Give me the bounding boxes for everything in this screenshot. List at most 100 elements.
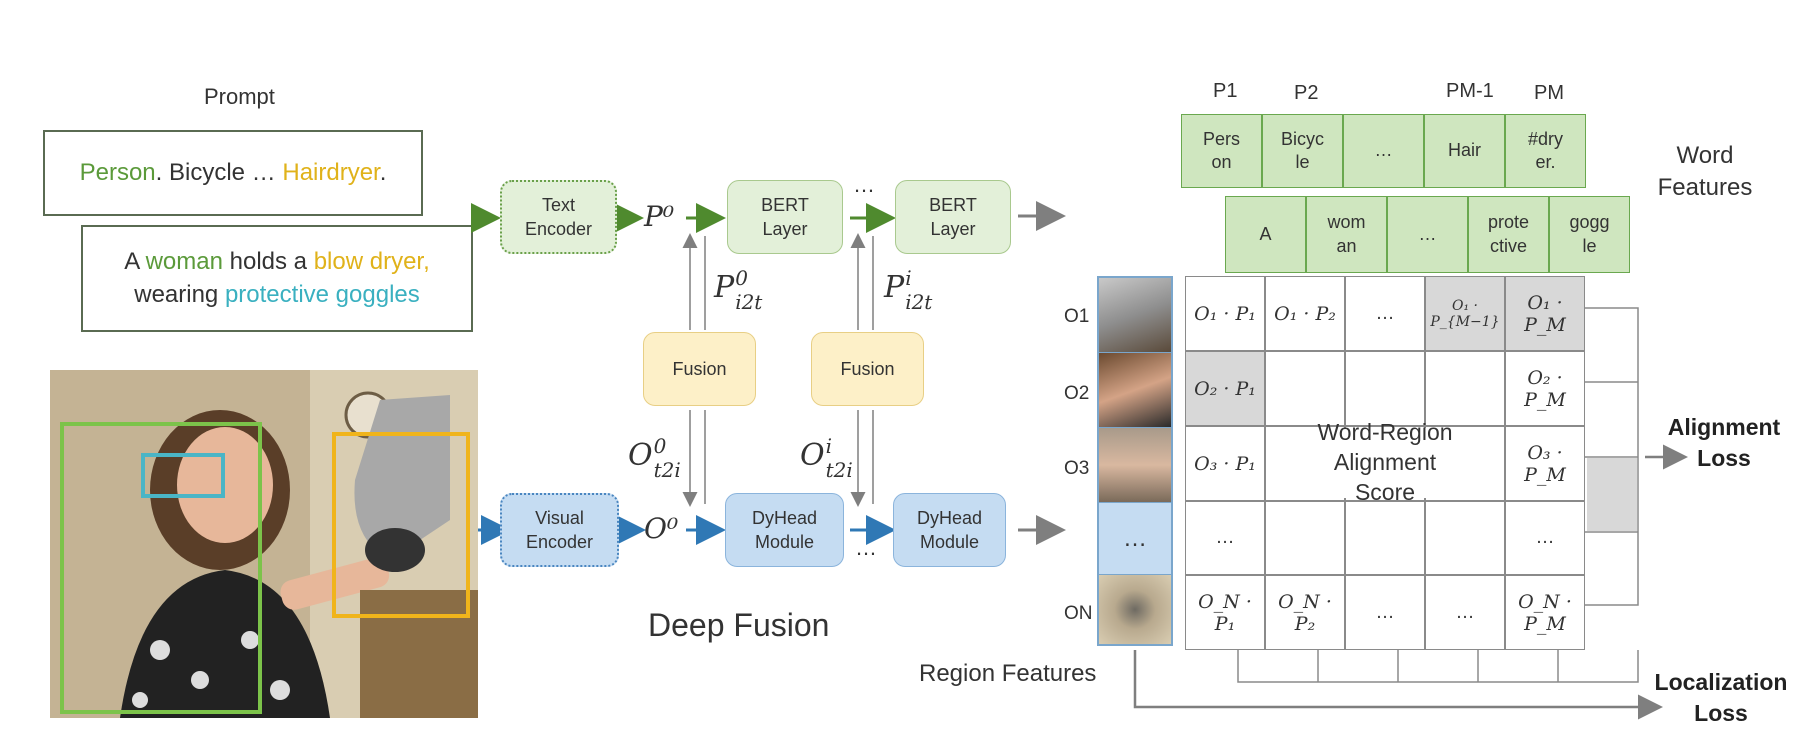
dyhead-module-2: DyHead Module — [893, 493, 1006, 567]
word-feature-goggle: gogg le — [1549, 196, 1630, 273]
region-features-title: Region Features — [919, 660, 1097, 687]
cell-r1-c2: O₁ · P₂ — [1265, 276, 1345, 351]
region-thumb-1 — [1099, 278, 1171, 353]
visual-encoder-module: Visual Encoder — [500, 493, 619, 567]
word-feature-dryer: #dry er. — [1505, 114, 1586, 188]
cell-r5-c5: O_N · P_M — [1505, 575, 1585, 650]
cell-r5-c3: … — [1345, 575, 1425, 650]
p-i2t-0-base: P — [714, 270, 735, 305]
cell-r1-c4: O₁ · P_{M−1} — [1425, 276, 1505, 351]
p-i2t-i-sub: i2t — [905, 290, 933, 314]
alignment-score-label: Word-Region Alignment Score — [1271, 419, 1499, 505]
cell-r4-c1: … — [1185, 501, 1265, 575]
prompt-word-goggles: protective goggles — [224, 280, 420, 308]
cell-r2-c5: O₂ · P_M — [1505, 351, 1585, 426]
cell-r4-c4 — [1425, 501, 1505, 575]
word-feature-person: Pers on — [1181, 114, 1262, 188]
bert-layer-2: BERT Layer — [895, 180, 1011, 254]
bbox-goggles — [141, 453, 225, 498]
fusion-module-2: Fusion — [811, 332, 924, 406]
alignment-matrix: O₁ · P₁ O₁ · P₂ … O₁ · P_{M−1} O₁ · P_M … — [1185, 276, 1585, 650]
prompt-s1: A — [124, 248, 146, 276]
cell-r5-c1: O_N · P₁ — [1185, 575, 1265, 650]
bbox-hairdryer — [332, 432, 470, 618]
cell-r1-c5: O₁ · P_M — [1505, 276, 1585, 351]
localization-loss-label: Localization Loss — [1654, 669, 1788, 727]
cell-r5-c2: O_N · P₂ — [1265, 575, 1345, 650]
cell-r2-c2 — [1265, 351, 1345, 426]
o0-symbol: O⁰ — [644, 512, 679, 545]
p0-symbol: P⁰ — [644, 200, 675, 233]
o-t2i-0-sub: t2i — [653, 458, 681, 482]
input-image — [50, 370, 478, 718]
prompt-word-person: Person — [79, 158, 156, 186]
prompt-box-classes: Person. Bicycle … Hairdryer. — [43, 130, 423, 216]
bert-layer-1: BERT Layer — [727, 180, 843, 254]
prompt-box-sentence: A woman holds a blow dryer, wearing prote… — [81, 225, 473, 332]
region-thumb-dots: … — [1099, 503, 1171, 575]
p-i2t-0-sup: 0 — [735, 266, 748, 290]
text-encoder-module: Text Encoder — [500, 180, 617, 254]
cell-r2-c1: O₂ · P₁ — [1185, 351, 1265, 426]
dots-top: … — [853, 172, 875, 197]
dyhead-module-1: DyHead Module — [725, 493, 844, 567]
on-label: ON — [1064, 603, 1093, 624]
o-t2i-0-sup: 0 — [653, 434, 667, 458]
pm-label: PM — [1534, 82, 1564, 104]
cell-r2-c3 — [1345, 351, 1425, 426]
cell-r2-c4 — [1425, 351, 1505, 426]
o-t2i-i-sub: t2i — [825, 458, 853, 482]
prompt-s2: holds a — [222, 248, 314, 276]
cell-r4-c3 — [1345, 501, 1425, 575]
region-thumb-n — [1099, 575, 1171, 644]
o3-label: O3 — [1064, 458, 1090, 479]
cell-r4-c2 — [1265, 501, 1345, 575]
pm-1-label: PM-1 — [1446, 80, 1494, 102]
p-i2t-0-sub: i2t — [735, 290, 763, 314]
prompt-text-end: . — [379, 158, 387, 186]
word-feature-hair: Hair — [1424, 114, 1505, 188]
word-feature-dots-2: … — [1387, 196, 1468, 273]
prompt-s3: wearing — [134, 280, 225, 308]
cell-r3-c5: O₃ · P_M — [1505, 426, 1585, 501]
region-thumb-3 — [1099, 428, 1171, 503]
p-i2t-i-sup: i — [905, 266, 912, 290]
word-feature-protective: prote ctive — [1468, 196, 1549, 273]
fusion-module-1: Fusion — [643, 332, 756, 406]
o-t2i-i-base: O — [800, 438, 825, 473]
prompt-word-woman: woman — [145, 248, 223, 276]
region-features-strip: … — [1097, 276, 1173, 646]
alignment-loss-label: Alignment Loss — [1667, 414, 1781, 472]
p2-label: P2 — [1294, 82, 1319, 104]
prompt-word-hairdryer: Hairdryer — [282, 158, 380, 186]
cell-r1-c1: O₁ · P₁ — [1185, 276, 1265, 351]
o2-label: O2 — [1064, 383, 1090, 404]
cell-r4-c5: … — [1505, 501, 1585, 575]
prompt-word-blow-dryer: blow dryer, — [313, 248, 430, 276]
word-feature-dots-1: … — [1343, 114, 1424, 188]
word-feature-woman: wom an — [1306, 196, 1387, 273]
prompt-text-mid: . Bicycle … — [155, 158, 283, 186]
word-feature-a: A — [1225, 196, 1306, 273]
dots-bottom: … — [855, 535, 877, 560]
cell-r5-c4: … — [1425, 575, 1505, 650]
p1-label: P1 — [1213, 80, 1238, 102]
region-dots: … — [1123, 524, 1147, 552]
region-thumb-2 — [1099, 353, 1171, 428]
word-feature-bicycle: Bicyc le — [1262, 114, 1343, 188]
cell-r3-c1: O₃ · P₁ — [1185, 426, 1265, 501]
p-i2t-i-base: P — [884, 270, 905, 305]
o-t2i-0-base: O — [628, 438, 653, 473]
deep-fusion-title: Deep Fusion — [648, 607, 830, 643]
word-features-title: Word Features — [1657, 142, 1753, 202]
o-t2i-i-sup: i — [825, 434, 833, 458]
o1-label: O1 — [1064, 306, 1090, 327]
input-image-illustration — [50, 370, 478, 718]
prompt-heading: Prompt — [204, 84, 275, 109]
bbox-person — [60, 422, 262, 714]
